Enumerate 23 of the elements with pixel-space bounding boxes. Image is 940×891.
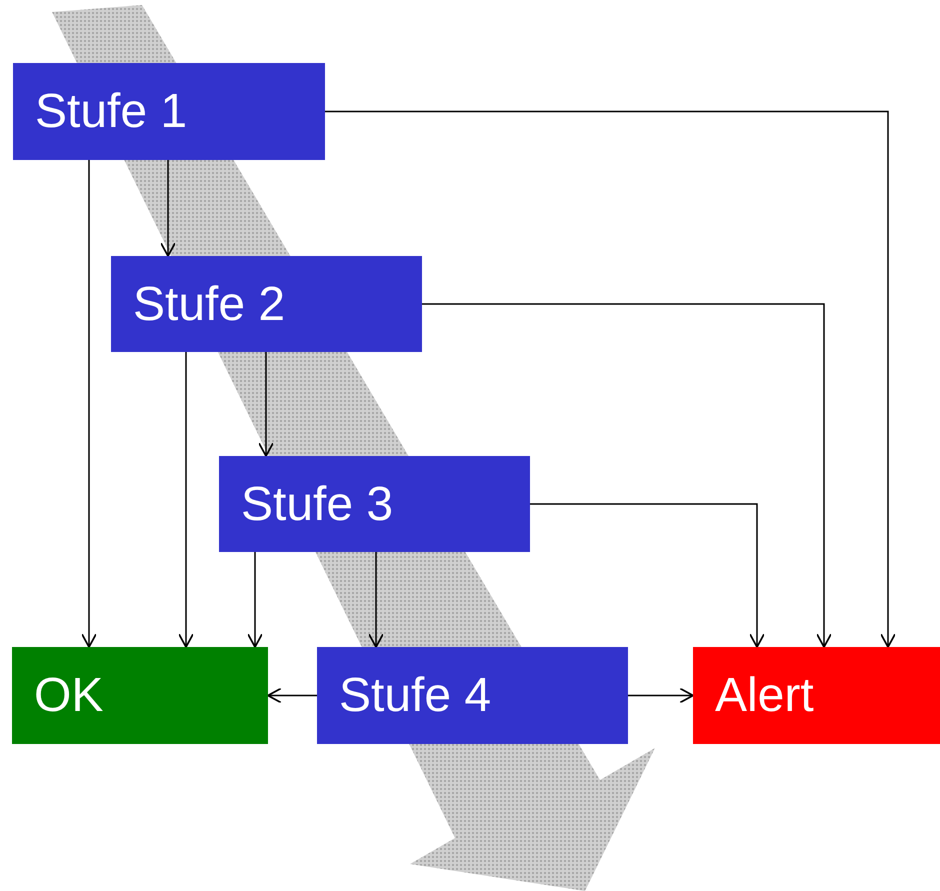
box-label: Stufe 4: [339, 668, 492, 723]
arrow: [160, 160, 176, 257]
alert-box: [693, 647, 940, 744]
ok-box: [12, 647, 268, 744]
box-label: OK: [34, 668, 104, 723]
arrow: [258, 352, 274, 457]
arrow: [247, 552, 263, 648]
arrow: [628, 688, 694, 704]
arrow: [422, 303, 832, 648]
step-box: [13, 63, 325, 160]
box-label: Stufe 2: [133, 276, 286, 332]
box-label: Alert: [715, 668, 814, 723]
step-box: [219, 456, 530, 552]
step-box: [111, 256, 422, 352]
step-box: [317, 647, 628, 744]
arrow: [325, 110, 896, 648]
box-label: Stufe 1: [35, 84, 188, 139]
arrow: [530, 503, 765, 648]
arrow: [267, 688, 317, 704]
arrow: [368, 552, 384, 648]
arrow: [178, 352, 194, 648]
box-label: Stufe 3: [241, 476, 394, 532]
arrow: [81, 160, 97, 648]
